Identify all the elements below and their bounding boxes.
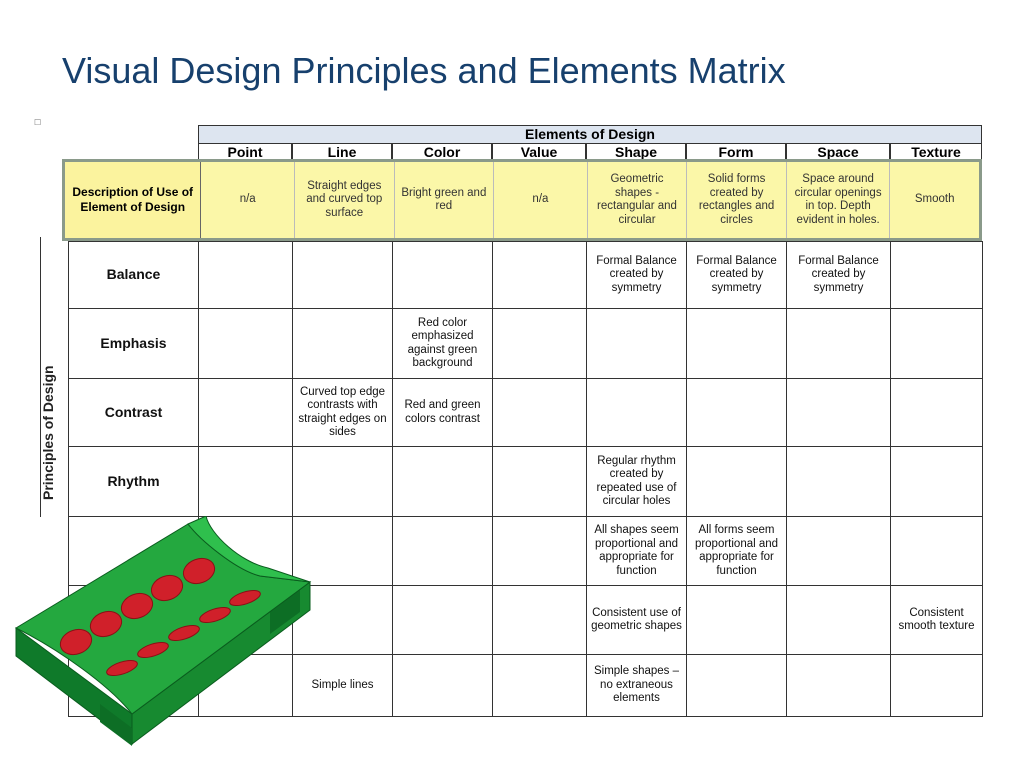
matrix-cell-texture: Consistent smooth texture bbox=[890, 585, 983, 655]
matrix-cell-texture bbox=[890, 516, 983, 586]
matrix-cell-point bbox=[198, 446, 293, 517]
matrix-cell-space bbox=[786, 446, 891, 517]
matrix-cell-color bbox=[392, 654, 493, 717]
matrix-cell-space bbox=[786, 585, 891, 655]
principle-row-header: Rhythm bbox=[68, 446, 199, 517]
model-back-edge bbox=[187, 516, 311, 583]
column-header-form: Form bbox=[686, 144, 786, 160]
description-texture: Smooth bbox=[890, 162, 979, 238]
matrix-cell-point bbox=[198, 378, 293, 447]
matrix-cell-point bbox=[198, 308, 293, 379]
matrix-cell-form: Formal Balance created by symmetry bbox=[686, 241, 787, 309]
column-header-shape: Shape bbox=[586, 144, 686, 160]
matrix-cell-shape: Simple shapes – no extraneous elements bbox=[586, 654, 687, 717]
description-shape: Geometric shapes - rectangular and circu… bbox=[587, 162, 688, 238]
matrix-cell-line: Curved top edge contrasts with straight … bbox=[292, 378, 393, 447]
model-illustration bbox=[14, 516, 312, 746]
column-header-value: Value bbox=[492, 144, 586, 160]
matrix-cell-form: All forms seem proportional and appropri… bbox=[686, 516, 787, 586]
table-row: Contrast Curved top edge contrasts with s… bbox=[68, 378, 983, 447]
matrix-cell-color: Red color emphasized against green backg… bbox=[392, 308, 493, 379]
matrix-cell-form bbox=[686, 585, 787, 655]
description-space: Space around circular openings in top. D… bbox=[786, 162, 891, 238]
description-line: Straight edges and curved top surface bbox=[295, 162, 395, 238]
matrix-cell-line bbox=[292, 241, 393, 309]
matrix-cell-shape: Regular rhythm created by repeated use o… bbox=[586, 446, 687, 517]
description-point: n/a bbox=[201, 162, 295, 238]
principle-row-header: Balance bbox=[68, 241, 199, 309]
column-header-line: Line bbox=[292, 144, 392, 160]
matrix-cell-texture bbox=[890, 654, 983, 717]
table-row: Balance Formal Balance created by symmetr… bbox=[68, 241, 983, 309]
matrix-cell-shape: All shapes seem proportional and appropr… bbox=[586, 516, 687, 586]
matrix-cell-line bbox=[292, 446, 393, 517]
matrix-cell-point bbox=[198, 241, 293, 309]
description-form: Solid forms created by rectangles and ci… bbox=[687, 162, 787, 238]
model-leg-right bbox=[270, 590, 300, 634]
column-header-point: Point bbox=[198, 144, 292, 160]
matrix-cell-shape: Consistent use of geometric shapes bbox=[586, 585, 687, 655]
description-color: Bright green and red bbox=[394, 162, 495, 238]
matrix-cell-form bbox=[686, 654, 787, 717]
matrix-cell-value bbox=[492, 516, 587, 586]
table-row: Rhythm Regular rhythm created by repeated… bbox=[68, 446, 983, 517]
matrix-cell-shape bbox=[586, 308, 687, 379]
matrix-cell-color bbox=[392, 446, 493, 517]
column-headers: Point Line Color Value Shape Form Space … bbox=[198, 144, 982, 160]
matrix-cell-space bbox=[786, 308, 891, 379]
table-row: All shapes seem proportional and appropr… bbox=[68, 516, 983, 586]
matrix-cell-texture bbox=[890, 308, 983, 379]
matrix-cell-shape bbox=[586, 378, 687, 447]
slide-mark-icon: ☐ bbox=[34, 118, 42, 127]
matrix-cell-space bbox=[786, 516, 891, 586]
matrix-cell-line bbox=[292, 516, 393, 586]
column-header-space: Space bbox=[786, 144, 890, 160]
matrix-cell-value bbox=[492, 241, 587, 309]
matrix-cell-value bbox=[492, 378, 587, 447]
principles-of-design-text: Principles of Design bbox=[40, 365, 56, 500]
slide-title: Visual Design Principles and Elements Ma… bbox=[62, 50, 786, 91]
matrix-cell-line: Simple lines bbox=[292, 654, 393, 717]
matrix-cell-form bbox=[686, 378, 787, 447]
matrix-cell-form bbox=[686, 446, 787, 517]
table-row: Simple lines Simple shapes – no extraneou… bbox=[68, 654, 983, 717]
matrix-cell-line bbox=[292, 308, 393, 379]
description-value: n/a bbox=[494, 162, 588, 238]
matrix-cell-value bbox=[492, 446, 587, 517]
matrix-cell-space bbox=[786, 654, 891, 717]
description-label: Description of Use of Element of Design bbox=[65, 162, 202, 238]
matrix-cell-value bbox=[492, 654, 587, 717]
principle-row-header: Contrast bbox=[68, 378, 199, 447]
matrix-cell-color bbox=[392, 585, 493, 655]
matrix-cell-space bbox=[786, 378, 891, 447]
matrix-cell-color: Red and green colors contrast bbox=[392, 378, 493, 447]
matrix-cell-texture bbox=[890, 241, 983, 309]
column-header-color: Color bbox=[392, 144, 492, 160]
matrix-cell-form bbox=[686, 308, 787, 379]
column-header-texture: Texture bbox=[890, 144, 982, 160]
matrix-cell-color bbox=[392, 516, 493, 586]
model-holes bbox=[59, 557, 261, 677]
matrix-cell-value bbox=[492, 585, 587, 655]
matrix-cell-shape: Formal Balance created by symmetry bbox=[586, 241, 687, 309]
matrix-cell-texture bbox=[890, 378, 983, 447]
principles-elements-grid: Balance Formal Balance created by symmetr… bbox=[68, 241, 983, 717]
matrix-cell-color bbox=[392, 241, 493, 309]
matrix-cell-value bbox=[492, 308, 587, 379]
model-leg-left bbox=[100, 704, 132, 746]
principle-row-header: Emphasis bbox=[68, 308, 199, 379]
matrix-cell-space: Formal Balance created by symmetry bbox=[786, 241, 891, 309]
description-row: Description of Use of Element of Design … bbox=[62, 159, 982, 241]
table-row: Emphasis Red color emphasized against gre… bbox=[68, 308, 983, 379]
matrix-cell-texture bbox=[890, 446, 983, 517]
principles-frame bbox=[40, 237, 70, 517]
elements-of-design-header: Elements of Design bbox=[198, 125, 982, 144]
